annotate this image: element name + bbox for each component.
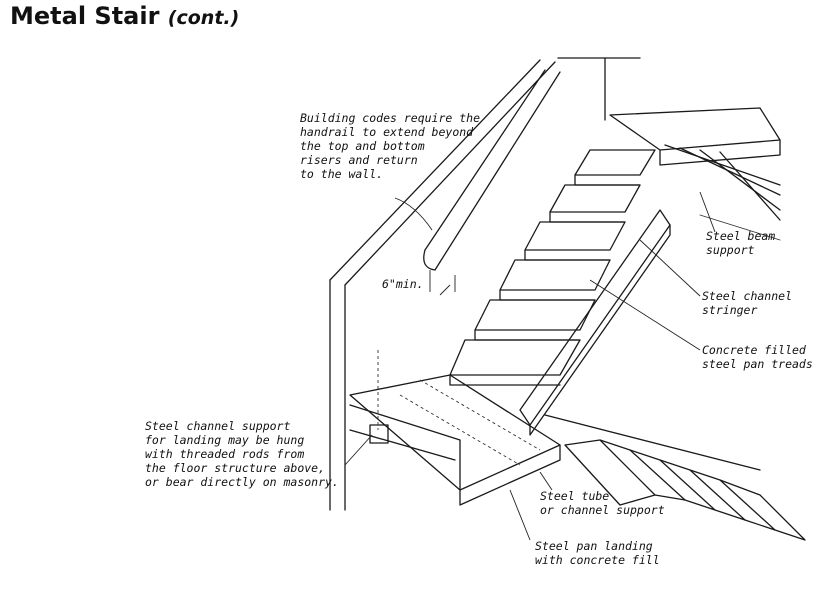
treads-line-1: Concrete filled	[702, 343, 807, 357]
pan-landing-line-1: Steel pan landing	[535, 539, 653, 553]
annotation-handrail: Building codes require the handrail to e…	[300, 111, 480, 181]
handrail-line-5: to the wall.	[300, 167, 383, 181]
landing-support-line-2: for landing may be hung	[145, 433, 304, 447]
handrail-line-4: risers and return	[300, 153, 418, 167]
stringer-line-1: Steel channel	[702, 289, 792, 303]
page-title: Metal Stair (cont.)	[10, 2, 239, 30]
handrail-line-3: the top and bottom	[300, 139, 425, 153]
stringer-line-2: stringer	[702, 303, 757, 317]
wall-handrail	[329, 57, 641, 511]
annotation-tube: Steel tube or channel support	[540, 489, 665, 517]
tube-line-2: or channel support	[540, 503, 665, 517]
upper-landing	[609, 107, 781, 241]
landing-support-line-5: or bear directly on masonry.	[145, 475, 339, 489]
landing	[349, 350, 561, 506]
annotation-treads: Concrete filled steel pan treads	[702, 343, 813, 371]
beam-line-2: support	[706, 243, 755, 257]
treads-line-2: steel pan treads	[702, 357, 813, 371]
beam-line-1: Steel beam	[706, 229, 775, 243]
annotation-beam: Steel beam support	[706, 229, 775, 257]
pan-landing-line-2: with concrete fill	[535, 553, 660, 567]
annotation-pan-landing: Steel pan landing with concrete fill	[535, 539, 660, 567]
annotation-landing-support: Steel channel support for landing may be…	[145, 419, 339, 489]
stair-steps	[449, 149, 656, 386]
leaders	[344, 191, 716, 541]
landing-support-line-3: with threaded rods from	[145, 447, 304, 461]
annotation-stringer: Steel channel stringer	[702, 289, 792, 317]
title-main: Metal Stair	[10, 2, 160, 30]
landing-support-line-4: the floor structure above,	[145, 461, 325, 475]
tube-line-1: Steel tube	[540, 489, 609, 503]
handrail-line-2: handrail to extend beyond	[300, 125, 474, 139]
landing-support-line-1: Steel channel support	[145, 419, 290, 433]
title-sub: (cont.)	[167, 7, 240, 29]
handrail-line-1: Building codes require the	[300, 111, 480, 125]
stringer	[519, 209, 671, 436]
lower-steps	[544, 414, 806, 541]
dimension-label: 6"min.	[382, 277, 424, 291]
